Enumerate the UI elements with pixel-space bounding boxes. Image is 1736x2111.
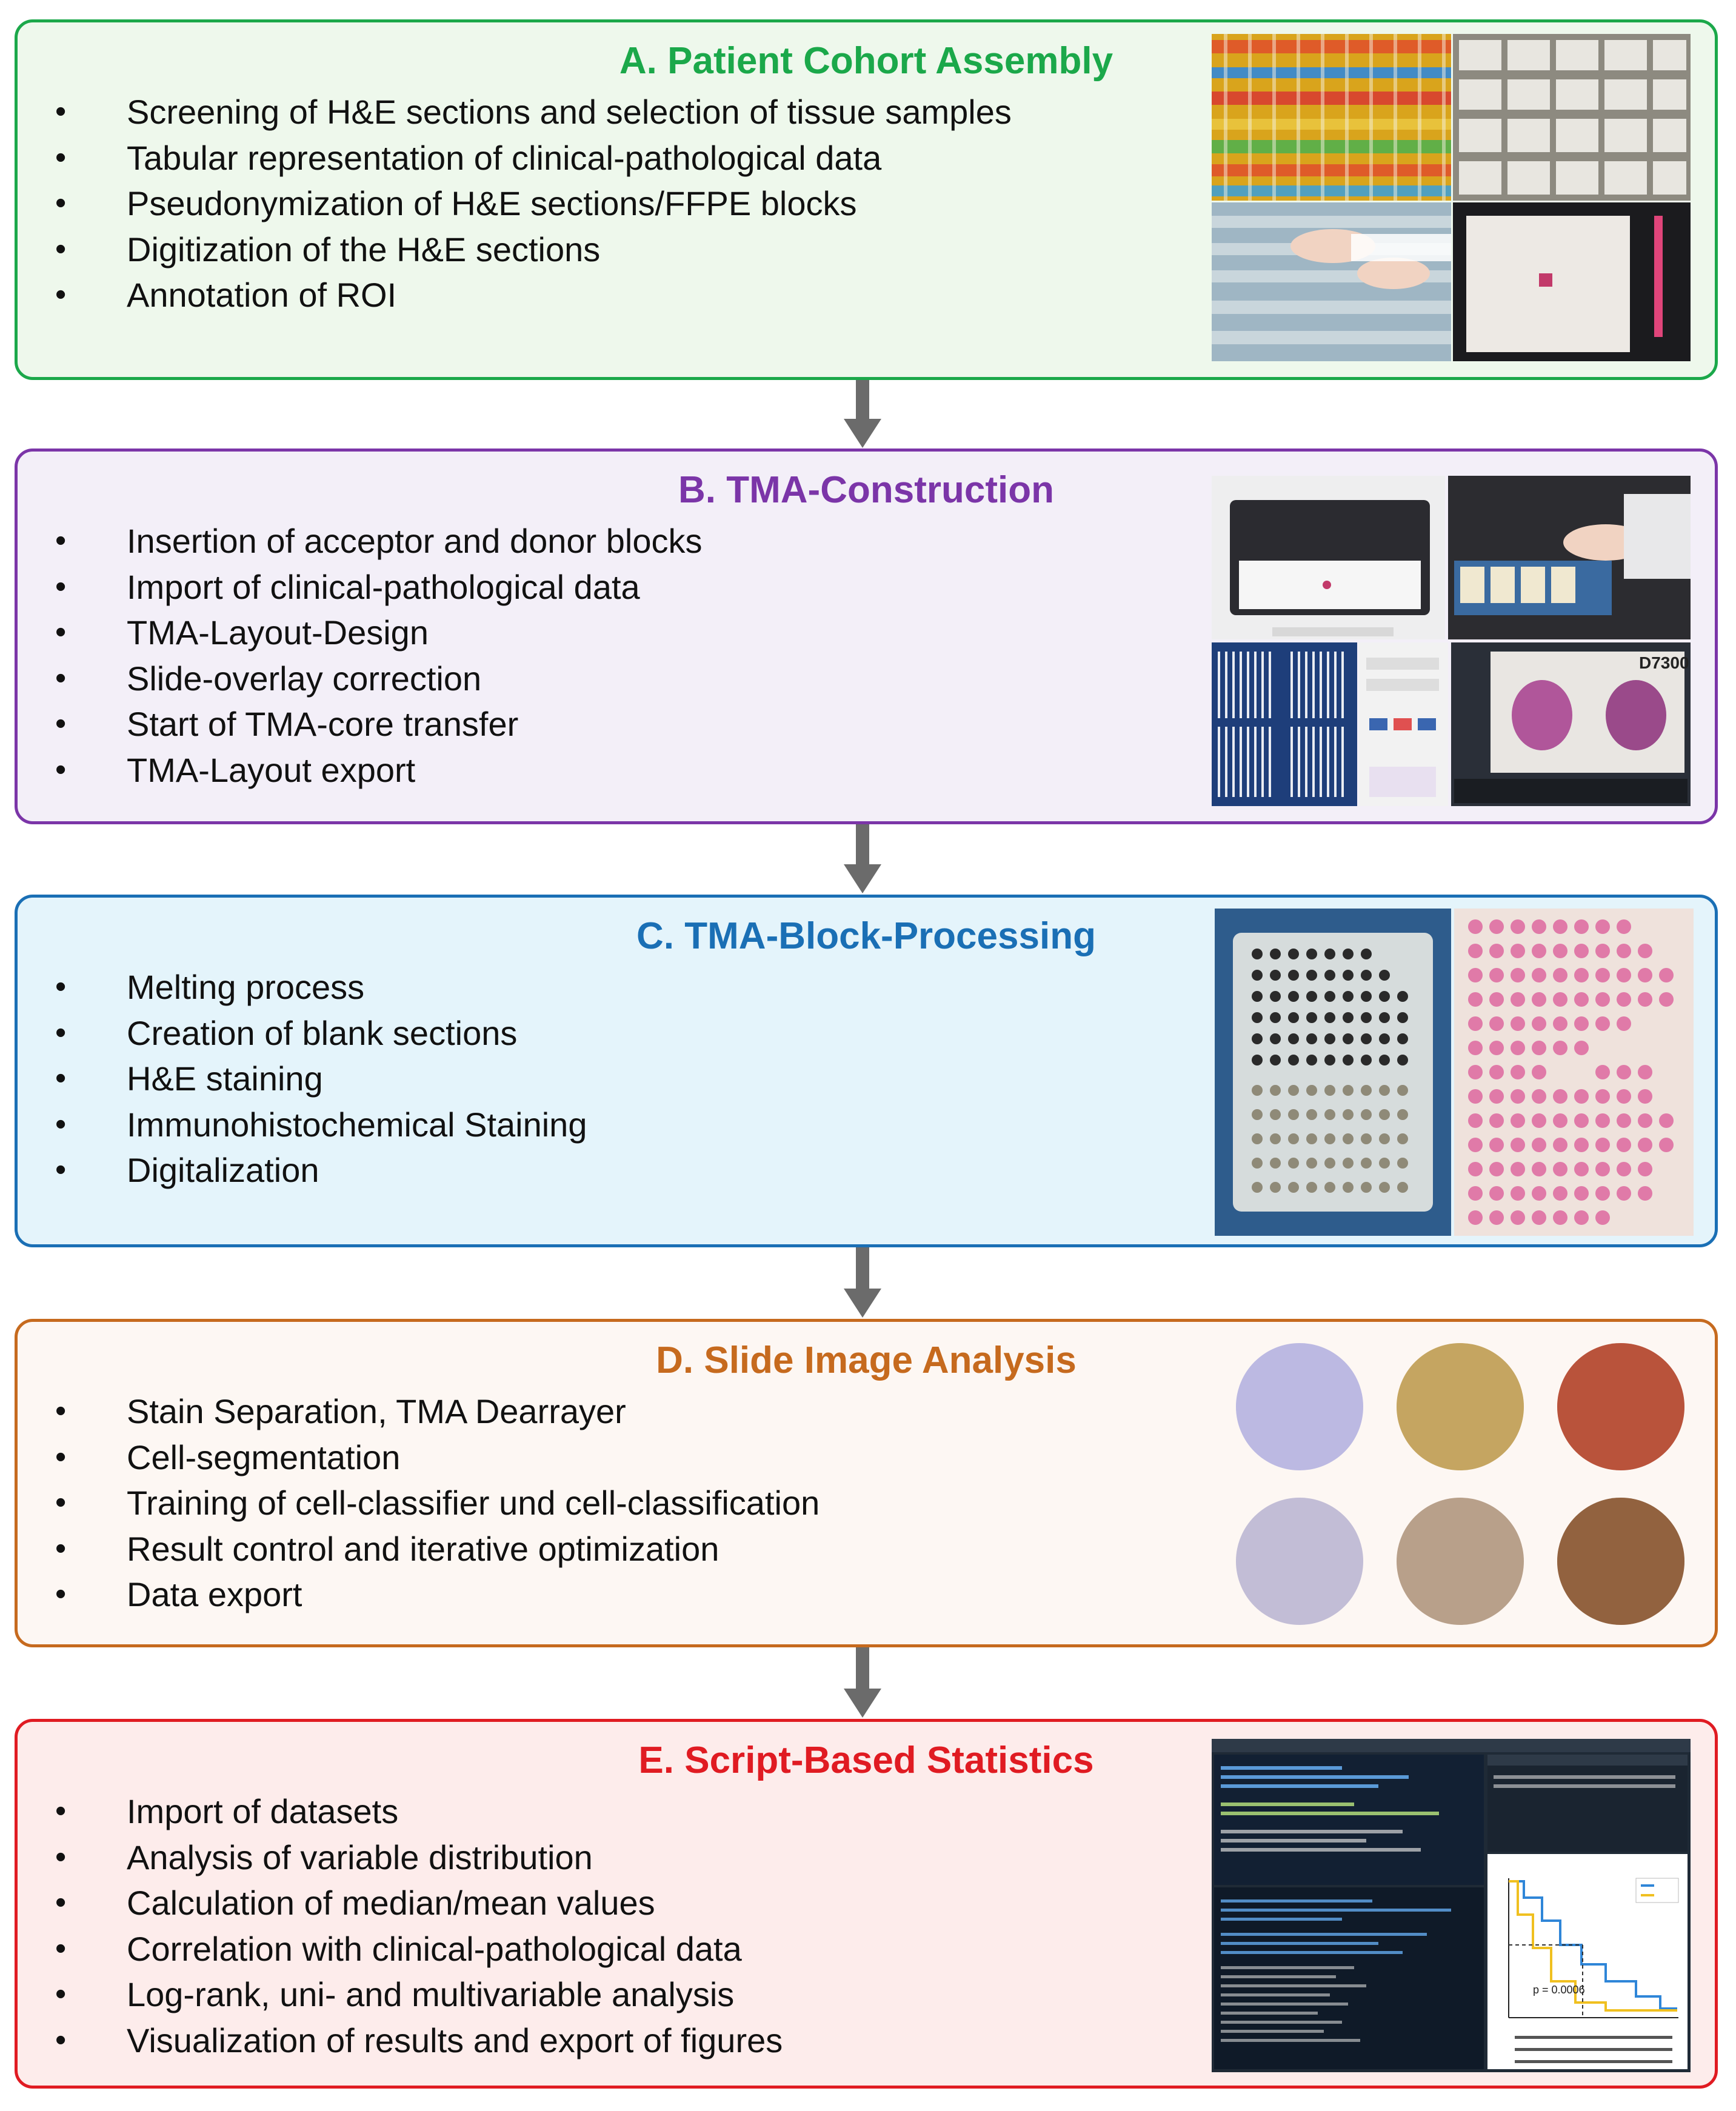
list-item: Insertion of acceptor and donor blocks (42, 518, 702, 564)
list-item: Stain Separation, TMA Dearrayer (42, 1389, 820, 1435)
list-item: Melting process (42, 964, 587, 1010)
list-item: Annotation of ROI (42, 272, 1012, 318)
panel-d: D. Slide Image Analysis Stain Separation… (15, 1319, 1718, 1647)
list-item: Tabular representation of clinical-patho… (42, 135, 1012, 181)
panel-d-title: D. Slide Image Analysis (656, 1339, 1077, 1381)
panel-c: C. TMA-Block-Processing Melting process … (15, 895, 1718, 1247)
list-item: Import of datasets (42, 1789, 783, 1835)
list-item: Creation of blank sections (42, 1010, 587, 1056)
list-item: TMA-Layout export (42, 747, 702, 793)
list-item: Correlation with clinical-pathological d… (42, 1926, 783, 1972)
list-item: Screening of H&E sections and selection … (42, 89, 1012, 135)
list-item: Digitization of the H&E sections (42, 227, 1012, 273)
list-item: TMA-Layout-Design (42, 610, 702, 656)
list-item: Data export (42, 1572, 820, 1618)
panel-e-list: Import of datasets Analysis of variable … (42, 1789, 783, 2063)
list-item: Start of TMA-core transfer (42, 701, 702, 747)
panel-c-title: C. TMA-Block-Processing (636, 915, 1096, 957)
panel-a-list: Screening of H&E sections and selection … (42, 89, 1012, 318)
list-item: Training of cell-classifier und cell-cla… (42, 1480, 820, 1526)
list-item: Pseudonymization of H&E sections/FFPE bl… (42, 181, 1012, 227)
panel-e: E. Script-Based Statistics Import of dat… (15, 1719, 1718, 2089)
list-item: H&E staining (42, 1056, 587, 1102)
list-item: Result control and iterative optimizatio… (42, 1526, 820, 1572)
panel-c-photo-collage (1215, 909, 1694, 1236)
list-item: Digitalization (42, 1147, 587, 1193)
list-item: Visualization of results and export of f… (42, 2018, 783, 2064)
panel-b: B. TMA-Construction Insertion of accepto… (15, 449, 1718, 824)
panel-b-photo-label: D7300 (1639, 653, 1689, 672)
panel-d-tma-core-images (1224, 1334, 1709, 1637)
list-item: Slide-overlay correction (42, 656, 702, 702)
panel-b-list: Insertion of acceptor and donor blocks I… (42, 518, 702, 793)
list-item: Analysis of variable distribution (42, 1835, 783, 1881)
panel-e-title: E. Script-Based Statistics (638, 1739, 1094, 1781)
panel-b-photo-collage: D7300 (1212, 476, 1691, 806)
panel-c-list: Melting process Creation of blank sectio… (42, 964, 587, 1193)
list-item: Immunohistochemical Staining (42, 1102, 587, 1148)
panel-b-title: B. TMA-Construction (678, 469, 1054, 511)
list-item: Log-rank, uni- and multivariable analysi… (42, 1972, 783, 2018)
panel-a: A. Patient Cohort Assembly Screening of … (15, 19, 1718, 380)
panel-e-rstudio-screenshot: p = 0.0006 (1212, 1739, 1691, 2072)
list-item: Cell-segmentation (42, 1435, 820, 1481)
list-item: Import of clinical-pathological data (42, 564, 702, 610)
panel-e-plot-pvalue: p = 0.0006 (1533, 1984, 1585, 1996)
panel-a-title: A. Patient Cohort Assembly (619, 40, 1113, 82)
panel-d-list: Stain Separation, TMA Dearrayer Cell-seg… (42, 1389, 820, 1618)
panel-a-photo-collage (1212, 34, 1691, 361)
list-item: Calculation of median/mean values (42, 1880, 783, 1926)
